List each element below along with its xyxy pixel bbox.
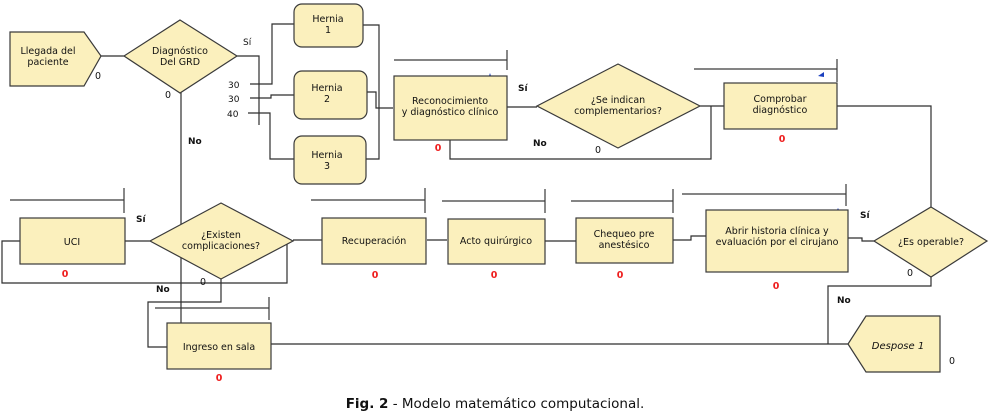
node-chequeo-preanestesico[interactable]: Chequeo pre anestésico 0 (575, 217, 674, 281)
connector-complic-sala (147, 279, 222, 348)
historia-label-1: Abrir historia clínica y (725, 226, 829, 237)
chequeo-count: 0 (617, 270, 624, 281)
branch-pct-3: 40 (227, 110, 239, 120)
hernia2-label-2: 2 (324, 94, 330, 105)
flow-diagram: Llegada del paciente 0 Diagnóstico Del G… (1, 3, 989, 384)
grd-label-2: Del GRD (160, 57, 200, 68)
connector-hernias-merge (363, 24, 393, 160)
resource-bar-chequeo (571, 189, 674, 213)
branch-pct-1: 30 (228, 81, 240, 91)
chequeo-label-1: Chequeo pre (594, 229, 655, 240)
branch-pct-2: 30 (228, 95, 240, 105)
connector-comp-no-loop (449, 106, 712, 160)
node-hernia-3[interactable]: Hernia 3 (293, 135, 367, 185)
resource-bar-recon (394, 50, 508, 70)
comp-label-1: ¿Se indican (591, 95, 645, 106)
node-complementarios-decision[interactable]: ¿Se indican complementarios? 0 (535, 63, 702, 156)
grd-label-1: Diagnóstico (152, 46, 208, 57)
recup-label: Recuperación (342, 236, 407, 247)
connector-branch-hernia3 (248, 112, 294, 160)
chequeo-label-2: anestésico (599, 240, 650, 251)
blue-marker-recon (489, 73, 491, 76)
resource-bar-acto (442, 189, 546, 213)
edge-label-operable-no: No (837, 296, 851, 306)
recon-count: 0 (435, 143, 442, 154)
node-despose[interactable]: Despose 1 0 (847, 315, 955, 373)
resource-bar-recup (311, 188, 426, 213)
hernia1-label-1: Hernia (312, 14, 343, 25)
acto-count: 0 (491, 270, 498, 281)
node-recuperacion[interactable]: Recuperación 0 (321, 217, 427, 281)
node-comprobar[interactable]: Comprobar diagnóstico 0 (723, 82, 838, 145)
comp-count: 0 (595, 145, 601, 156)
recon-label-2: y diagnóstico clínico (402, 107, 499, 118)
operable-count: 0 (907, 268, 913, 279)
edge-label-grd-si: Sí (243, 38, 252, 48)
node-acto-quirurgico[interactable]: Acto quirúrgico 0 (447, 218, 546, 281)
hernia3-label-1: Hernia (311, 150, 342, 161)
node-complicaciones-decision[interactable]: ¿Existen complicaciones? 0 (148, 202, 295, 288)
grd-count: 0 (165, 90, 171, 101)
despose-count: 0 (949, 356, 955, 367)
connector-branch-hernia2 (250, 94, 294, 99)
comprobar-label-2: diagnóstico (753, 105, 808, 116)
connector-grd-branch (237, 55, 260, 125)
comp-label-2: complementarios? (574, 106, 662, 117)
hernia2-label-1: Hernia (311, 83, 342, 94)
resource-bar-sala (155, 297, 270, 320)
complic-count: 0 (200, 277, 206, 288)
connector-comprobar-operable (837, 105, 932, 207)
edge-label-comp-si: Sí (518, 84, 528, 94)
node-arrival[interactable]: Llegada del paciente 0 (9, 31, 102, 87)
edge-label-complic-si: Sí (136, 215, 146, 225)
node-grd-decision[interactable]: Diagnóstico Del GRD 0 (122, 19, 239, 101)
arrival-count: 0 (95, 71, 101, 82)
node-historia-clinica[interactable]: Abrir historia clínica y evaluación por … (705, 209, 849, 292)
operable-label: ¿Es operable? (898, 237, 964, 248)
recup-count: 0 (372, 270, 379, 281)
complic-label-2: complicaciones? (182, 241, 260, 252)
resource-bar-comprobar (694, 59, 838, 82)
connector-historia-chequeo (673, 235, 706, 241)
hernia3-label-2: 3 (324, 161, 330, 172)
despose-label: Despose 1 (872, 341, 924, 352)
historia-label-2: evaluación por el cirujano (716, 237, 839, 248)
hernia1-label-2: 1 (325, 25, 331, 36)
node-reconocimiento[interactable]: Reconocimiento y diagnóstico clínico 0 (393, 75, 508, 154)
caption-label: Fig. 2 (345, 396, 389, 412)
acto-label: Acto quirúrgico (460, 236, 532, 247)
connector-operable-historia (848, 237, 874, 242)
node-operable-decision[interactable]: ¿Es operable? 0 (872, 206, 989, 279)
recon-label-1: Reconocimiento (412, 96, 488, 107)
arrival-label-2: paciente (27, 57, 68, 68)
edge-label-complic-no: No (156, 285, 170, 295)
edge-label-grd-no: No (188, 137, 202, 147)
node-ingreso-sala[interactable]: Ingreso en sala 0 (166, 322, 272, 384)
edge-label-comp-no: No (533, 139, 547, 149)
uci-label: UCI (64, 237, 80, 248)
node-uci[interactable]: UCI 0 (19, 217, 126, 280)
node-hernia-2[interactable]: Hernia 2 (293, 70, 368, 120)
uci-count: 0 (62, 269, 69, 280)
complic-label-1: ¿Existen (201, 230, 241, 241)
connector-branch-hernia1 (250, 23, 294, 85)
sala-label: Ingreso en sala (183, 342, 255, 353)
arrival-label-1: Llegada del (20, 46, 75, 57)
historia-count: 0 (773, 281, 780, 292)
resource-bar-uci (10, 188, 125, 213)
node-hernia-1[interactable]: Hernia 1 (293, 3, 364, 48)
resource-bar-historia (682, 184, 847, 206)
connector-operable-no (827, 277, 932, 344)
comprobar-count: 0 (779, 134, 786, 145)
edge-label-operable-si: Sí (860, 211, 870, 221)
figure-caption: Fig. 2 - Modelo matemático computacional… (0, 396, 990, 412)
connector-uci-loop (1, 240, 288, 284)
comprobar-label-1: Comprobar (754, 94, 807, 105)
sala-count: 0 (216, 373, 223, 384)
caption-text: - Modelo matemático computacional. (388, 396, 645, 412)
blue-marker-comprobar (818, 72, 824, 77)
